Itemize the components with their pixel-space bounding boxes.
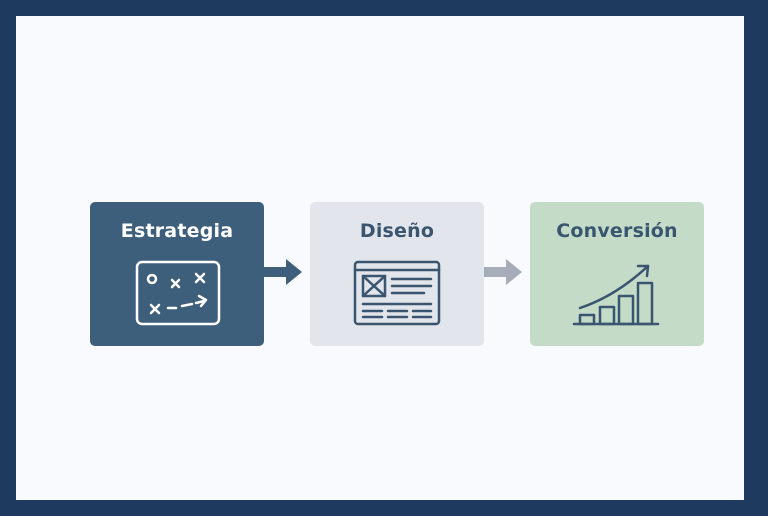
- strategy-playbook-icon: [135, 260, 221, 326]
- step-title: Diseño: [359, 220, 435, 242]
- step-estrategia: Estrategia: [90, 202, 264, 346]
- step-title: Estrategia: [120, 220, 234, 242]
- diagram-canvas: Estrategia Diseño: [16, 16, 744, 500]
- flow-arrow-2: [484, 259, 522, 285]
- webpage-layout-icon: [353, 260, 441, 326]
- step-title: Conversión: [556, 220, 678, 242]
- step-diseno: Diseño: [310, 202, 484, 346]
- flow-arrow-1: [264, 259, 302, 285]
- step-conversion: Conversión: [530, 202, 704, 346]
- growth-bar-chart-icon: [572, 264, 660, 326]
